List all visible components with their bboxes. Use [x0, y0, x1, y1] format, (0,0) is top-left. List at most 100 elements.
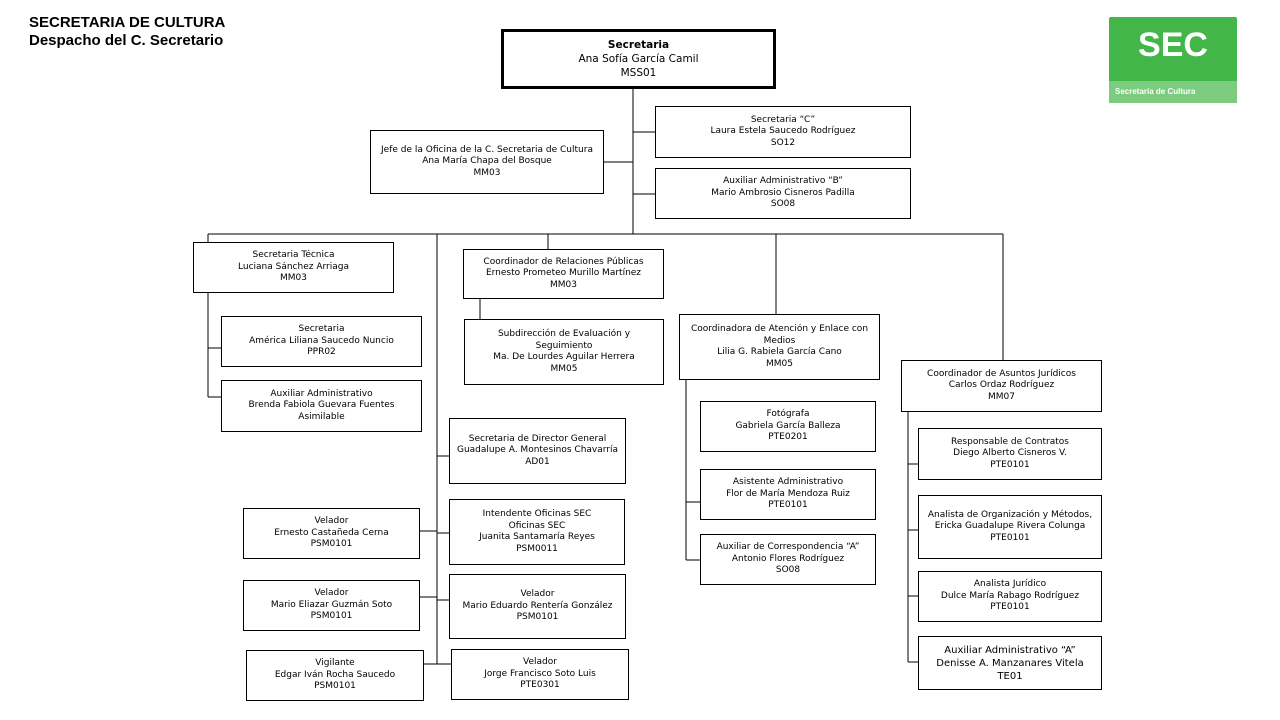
node-name: América Liliana Saucedo Nuncio — [249, 335, 394, 346]
node-resp-contratos: Responsable de Contratos Diego Alberto C… — [918, 428, 1102, 480]
node-name: Antonio Flores Rodríguez — [731, 553, 845, 564]
node-title: Velador — [314, 516, 349, 527]
node-analista-juridico: Analista Jurídico Dulce María Rabago Rod… — [918, 571, 1102, 622]
node-name: Ma. De Lourdes Aguilar Herrera — [493, 352, 635, 362]
node-title: Analista Jurídico — [973, 579, 1047, 590]
node-code: SO08 — [770, 199, 796, 210]
node-velador-mario-eduardo: Velador Mario Eduardo Rentería González … — [449, 574, 626, 639]
node-title: Velador — [520, 589, 555, 600]
node-name: Ernesto Castañeda Cerna — [274, 527, 389, 538]
node-velador-jorge: Velador Jorge Francisco Soto Luis PTE030… — [451, 649, 629, 700]
node-name: Oficinas SEC — [508, 520, 566, 531]
node-aux-adm-b: Auxiliar Administrativo “B” Mario Ambros… — [655, 168, 911, 219]
node-name: Mario Eliazar Guzmán Soto — [270, 599, 393, 610]
node-subdir-evaluacion: Subdirección de Evaluación y Seguimiento… — [464, 319, 664, 385]
node-title: Auxiliar de Correspondencia “A” — [716, 542, 860, 553]
node-title: Velador — [314, 588, 349, 599]
node-name: Carlos Ordaz Rodríguez — [948, 380, 1055, 391]
node-title: Fotógrafa — [766, 409, 810, 420]
node-title: Secretaria — [607, 39, 670, 51]
node-title: Secretaria Técnica — [252, 250, 335, 261]
node-code: TE01 — [997, 670, 1023, 682]
node-code: MM05 — [766, 358, 793, 369]
node-title: Vigilante — [315, 658, 355, 669]
node-jefe-oficina: Jefe de la Oficina de la C. Secretaria d… — [370, 130, 604, 194]
org-title: SECRETARIA DE CULTURA Despacho del C. Se… — [29, 14, 225, 50]
node-code: MSS01 — [620, 67, 657, 79]
node-title: Analista de Organización y Métodos, — [927, 509, 1093, 520]
node-title: Auxiliar Administrativo “B” — [723, 176, 843, 187]
node-code: MM05 — [550, 363, 578, 374]
node-name: Mario Eduardo Rentería González — [462, 600, 613, 611]
node-name: Guadalupe A. Montesinos Chavarría — [456, 445, 619, 456]
node-name: Flor de María Mendoza Ruiz — [726, 488, 850, 499]
node-code: PTE0201 — [768, 432, 808, 443]
node-velador-ernesto: Velador Ernesto Castañeda Cerna PSM0101 — [243, 508, 420, 559]
node-velador-mario-eliazar: Velador Mario Eliazar Guzmán Soto PSM010… — [243, 580, 420, 631]
node-code: SO12 — [770, 137, 796, 148]
node-coord-atencion: Coordinadora de Atención y Enlace con Me… — [679, 314, 880, 380]
node-code: MM03 — [550, 279, 577, 290]
node-coord-juridicos: Coordinador de Asuntos Jurídicos Carlos … — [901, 360, 1102, 412]
node-code: PSM0011 — [516, 543, 558, 554]
node-name: Dulce María Rabago Rodríguez — [940, 590, 1080, 601]
node-analista-organizacion: Analista de Organización y Métodos, Eric… — [918, 495, 1102, 559]
node-code: AD01 — [525, 456, 550, 467]
node-title: Secretaria de Director General — [468, 433, 607, 444]
node-name: Ernesto Prometeo Murillo Martínez — [485, 268, 642, 279]
node-code: PTE0101 — [990, 602, 1030, 613]
node-title: Velador — [523, 657, 557, 668]
node-asistente-adm: Asistente Administrativo Flor de María M… — [700, 469, 876, 520]
node-code: SO08 — [775, 565, 801, 576]
node-name: Laura Estela Saucedo Rodríguez — [710, 126, 856, 137]
node-code: PSM0101 — [314, 681, 356, 692]
node-code: PPR02 — [307, 347, 336, 358]
node-name: Lilia G. Rabiela García Cano — [717, 347, 842, 357]
node-vigilante: Vigilante Edgar Iván Rocha Saucedo PSM01… — [246, 650, 424, 701]
node-aux-brenda: Auxiliar Administrativo Brenda Fabiola G… — [221, 380, 422, 432]
node-name: Ana Sofía García Camil — [578, 53, 699, 65]
node-code: PTE0101 — [990, 532, 1030, 543]
node-code: PTE0101 — [990, 459, 1030, 470]
node-code: PTE0101 — [768, 500, 808, 511]
node-code: MM07 — [988, 391, 1015, 402]
node-name: Gabriela García Balleza — [735, 420, 841, 431]
sec-logo-subtitle: Secretaría de Cultura — [1115, 87, 1196, 96]
sec-logo: SEC Secretaría de Cultura — [1109, 17, 1237, 103]
node-code: PSM0101 — [310, 611, 353, 622]
node-name: Mario Ambrosio Cisneros Padilla — [711, 187, 855, 198]
node-title: Subdirección de Evaluación y Seguimiento — [497, 329, 631, 351]
node-secretaria-america: Secretaria América Liliana Saucedo Nunci… — [221, 316, 422, 367]
node-name: Denisse A. Manzanares Vitela — [936, 657, 1084, 669]
node-extra: Juanita Santamaría Reyes — [479, 532, 595, 542]
node-aux-correspondencia: Auxiliar de Correspondencia “A” Antonio … — [700, 534, 876, 585]
node-code: MM03 — [280, 273, 307, 284]
sec-logo-text: SEC — [1138, 26, 1208, 64]
node-name: Edgar Iván Rocha Saucedo — [274, 669, 396, 680]
node-title: Auxiliar Administrativo “A” — [944, 644, 1076, 656]
node-name: Ana María Chapa del Bosque — [422, 156, 552, 167]
node-title: Asistente Administrativo — [732, 477, 844, 488]
node-secretaria: Secretaria Ana Sofía García Camil MSS01 — [501, 29, 776, 89]
org-title-line1: SECRETARIA DE CULTURA — [29, 14, 226, 31]
node-title: Responsable de Contratos — [951, 436, 1069, 447]
node-title: Secretaria — [298, 324, 345, 335]
sec-logo-band — [1109, 81, 1237, 103]
node-name: Jorge Francisco Soto Luis — [484, 668, 596, 679]
node-name: Brenda Fabiola Guevara Fuentes — [248, 400, 395, 411]
node-secretaria-c: Secretaria “C” Laura Estela Saucedo Rodr… — [655, 106, 911, 158]
node-code: PSM0101 — [516, 612, 559, 623]
node-sec-tecnica: Secretaria Técnica Luciana Sánchez Arria… — [193, 242, 394, 293]
node-title: Secretaria “C” — [750, 114, 816, 125]
node-name: Diego Alberto Cisneros V. — [953, 448, 1067, 459]
node-code: PSM0101 — [310, 539, 353, 550]
node-title: Intendente Oficinas SEC — [482, 509, 592, 519]
node-aux-adm-a: Auxiliar Administrativo “A” Denisse A. M… — [918, 636, 1102, 690]
node-fotografa: Fotógrafa Gabriela García Balleza PTE020… — [700, 401, 876, 452]
node-title: Auxiliar Administrativo — [270, 388, 373, 399]
node-title: Coordinadora de Atención y Enlace con Me… — [690, 324, 869, 346]
org-title-line2: Despacho del C. Secretario — [29, 32, 224, 49]
node-sec-director-general: Secretaria de Director General Guadalupe… — [449, 418, 626, 484]
node-name: Ericka Guadalupe Rivera Colunga — [934, 521, 1086, 532]
